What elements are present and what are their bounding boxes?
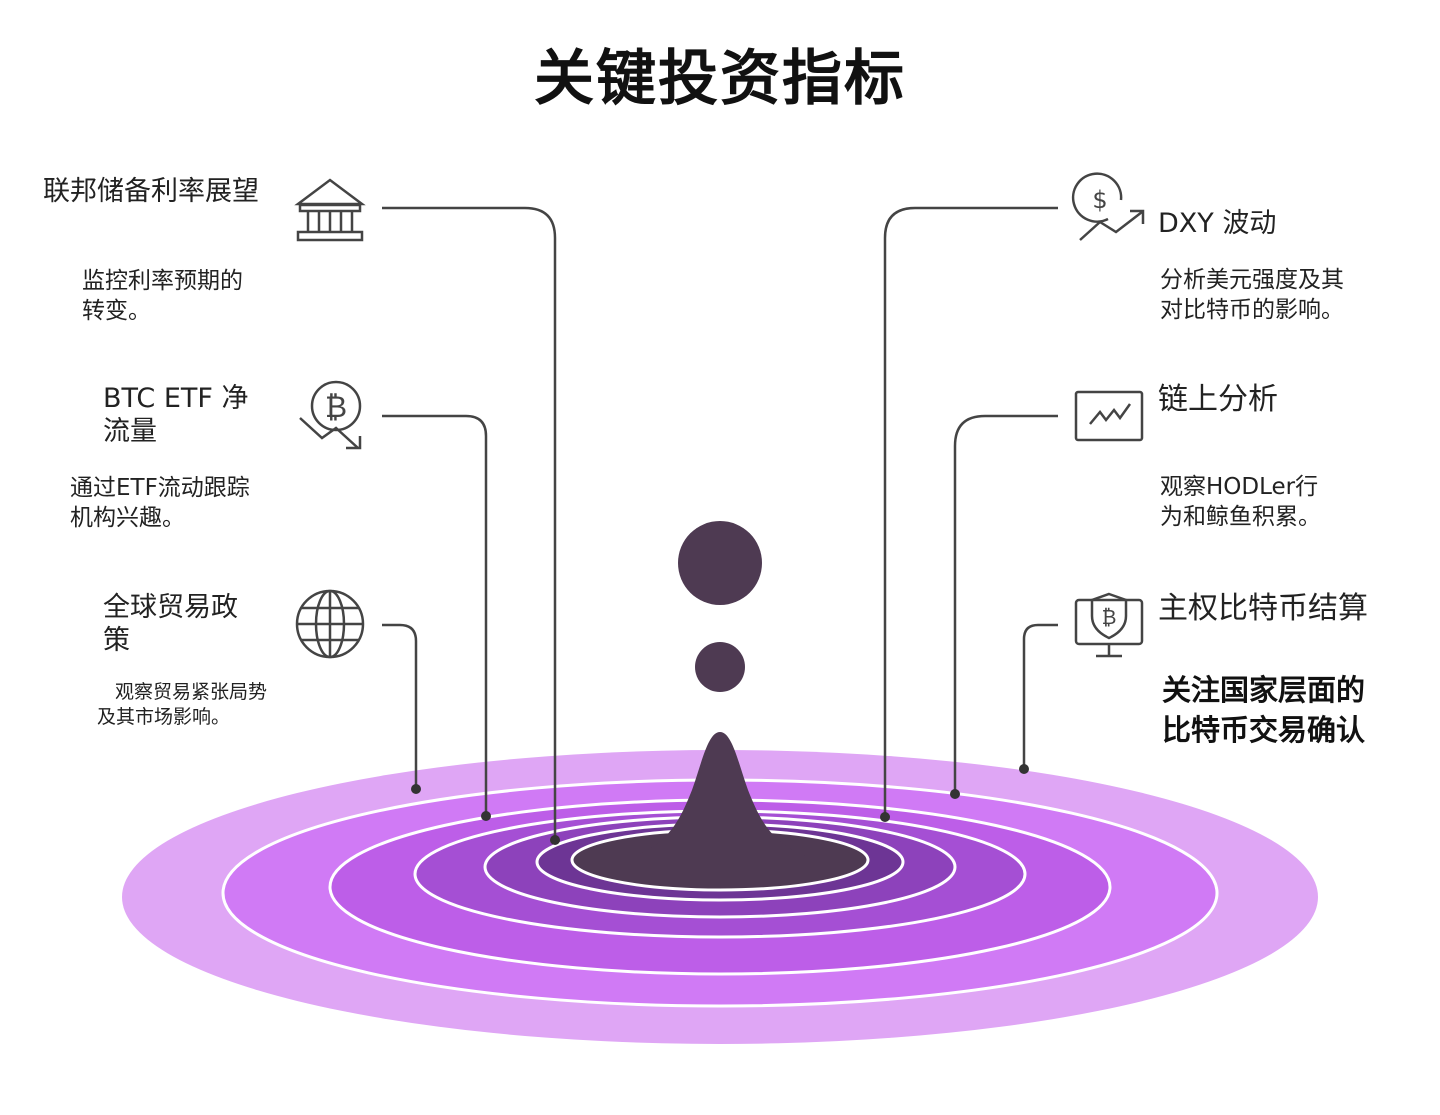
connector-dxy bbox=[883, 206, 1058, 817]
connector-lines bbox=[382, 206, 1058, 840]
ripple-rings bbox=[122, 750, 1318, 1044]
connector-sovereign bbox=[1022, 623, 1058, 769]
desc-fed-outlook: 监控利率预期的 转变。 bbox=[82, 268, 243, 324]
page-title: 关键投资指标 bbox=[534, 44, 906, 114]
connector-dots bbox=[411, 764, 1029, 845]
drop-splash bbox=[628, 521, 812, 858]
svg-text:₿: ₿ bbox=[1102, 605, 1117, 629]
connector-onchain bbox=[953, 414, 1058, 794]
label-btc-etf: BTC ETF 净 流量 bbox=[103, 383, 249, 447]
connector-etf bbox=[382, 414, 488, 816]
dollar-chart-icon: $ bbox=[1071, 172, 1145, 241]
label-trade-policy: 全球贸易政 策 bbox=[103, 592, 238, 656]
line-chart-monitor-icon bbox=[1074, 390, 1144, 442]
desc-trade-policy: 观察贸易紧张局势 及其市场影响。 bbox=[97, 681, 268, 728]
label-dxy: DXY 波动 bbox=[1158, 208, 1277, 239]
desc-dxy: 分析美元强度及其 对比特币的影响。 bbox=[1160, 267, 1344, 323]
drop-peak bbox=[628, 732, 812, 858]
globe-icon bbox=[295, 589, 365, 659]
connector-trade bbox=[382, 623, 418, 789]
svg-text:₿: ₿ bbox=[325, 390, 347, 425]
desc-btc-etf: 通过ETF流动跟踪 机构兴趣。 bbox=[70, 475, 250, 531]
svg-text:$: $ bbox=[1092, 186, 1107, 214]
bank-icon bbox=[294, 178, 366, 242]
label-fed-outlook: 联邦储备利率展望 bbox=[43, 176, 259, 207]
connector-fed bbox=[382, 206, 557, 840]
label-onchain: 链上分析 bbox=[1158, 382, 1278, 417]
bitcoin-down-icon: ₿ bbox=[299, 380, 362, 450]
label-sovereign: 主权比特币结算 bbox=[1158, 591, 1368, 626]
drop-large bbox=[678, 521, 762, 605]
drop-small bbox=[695, 642, 745, 692]
desc-sovereign: 关注国家层面的 比特币交易确认 bbox=[1162, 673, 1366, 747]
bitcoin-shield-monitor-icon: ₿ bbox=[1074, 592, 1144, 658]
desc-onchain: 观察HODLer行 为和鲸鱼积累。 bbox=[1160, 474, 1321, 530]
